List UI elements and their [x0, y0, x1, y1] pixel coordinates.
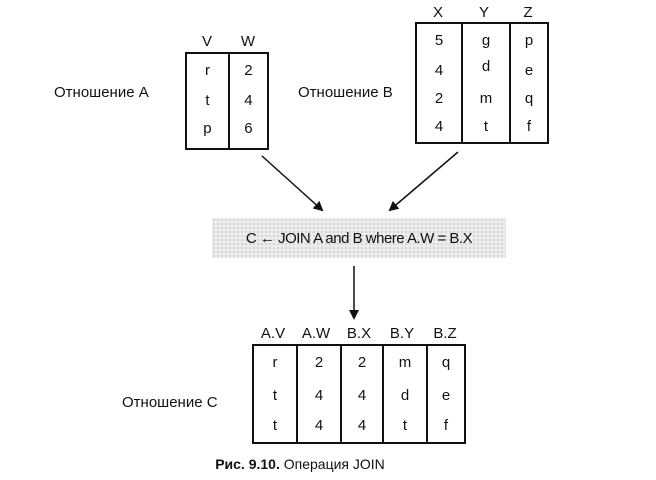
relation-c-cell: d	[400, 387, 410, 404]
relation-b-column-x: 5 4 2 4	[417, 24, 461, 142]
join-operation-box: C ← JOIN A and B where A.W = B.X	[212, 218, 506, 258]
relation-c-cell: 2	[357, 354, 367, 371]
relation-b-header-x: X	[432, 4, 443, 21]
relation-c-cell: e	[441, 387, 451, 404]
relation-a-cell: 6	[244, 120, 253, 137]
relation-b-cell: q	[524, 90, 534, 107]
relation-c-cell: q	[441, 354, 451, 371]
relation-c-column-bz: q e f	[426, 346, 464, 442]
relation-c-column-by: m d t	[382, 346, 426, 442]
relation-c-cell: t	[272, 417, 278, 434]
relation-c-column-av: r t t	[254, 346, 296, 442]
relation-b-cell: 2	[434, 90, 444, 107]
relation-c-cell: m	[398, 354, 412, 371]
relation-a-cell: t	[205, 92, 210, 109]
figure-caption: Рис. 9.10. Операция JOIN	[0, 456, 600, 472]
relation-b-cell: m	[479, 90, 493, 107]
relation-a-label: Отношение А	[54, 84, 149, 101]
relation-c-table: r t t 2 4 4 2 4 4 m d t q e f	[252, 344, 466, 444]
figure-title: Операция JOIN	[279, 456, 385, 472]
relation-c-cell: 4	[314, 387, 324, 404]
relation-c-cell: t	[272, 387, 278, 404]
relation-c-header: A.W	[301, 325, 331, 342]
relation-a-header-v: V	[201, 33, 212, 50]
relation-a-cell: r	[204, 62, 210, 79]
relation-c-header: B.X	[346, 325, 372, 342]
relation-c-cell: t	[402, 417, 408, 434]
relation-c-header: A.V	[260, 325, 286, 342]
relation-b-cell: d	[481, 58, 491, 75]
relation-b-cell: f	[526, 118, 532, 135]
figure-number: Рис. 9.10.	[215, 456, 280, 472]
relation-a-column-w: 2 4 6	[227, 54, 267, 148]
relation-b-table: 5 4 2 4 g d m t p e q f	[415, 22, 549, 144]
relation-c-cell: 4	[314, 417, 324, 434]
relation-a-table: r t p 2 4 6	[185, 52, 269, 150]
relation-c-header: B.Z	[433, 325, 457, 342]
relation-c-cell: f	[443, 417, 449, 434]
relation-c-cell: 4	[357, 387, 367, 404]
relation-a-cell: 4	[244, 92, 253, 109]
relation-b-cell: e	[524, 62, 534, 79]
relation-b-cell: 4	[434, 118, 444, 135]
arrow-from-b	[388, 151, 459, 212]
relation-a-cell: 2	[244, 62, 253, 79]
relation-c-label: Отношение С	[122, 394, 218, 411]
arrow-from-a	[261, 155, 324, 212]
relation-c-column-aw: 2 4 4	[296, 346, 340, 442]
relation-b-label: Отношение В	[298, 84, 393, 101]
relation-c-header: B.Y	[389, 325, 415, 342]
relation-c-cell: 4	[357, 417, 367, 434]
relation-b-header-z: Z	[523, 4, 533, 21]
relation-b-cell: p	[524, 32, 534, 49]
relation-b-header-y: Y	[478, 4, 489, 21]
relation-b-column-y: g d m t	[461, 24, 509, 142]
relation-b-cell: 4	[434, 62, 444, 79]
relation-b-cell: t	[483, 118, 489, 135]
relation-b-column-z: p e q f	[509, 24, 547, 142]
relation-c-cell: 2	[314, 354, 324, 371]
relation-a-cell: p	[203, 120, 212, 137]
join-operation-text: C ← JOIN A and B where A.W = B.X	[245, 229, 473, 247]
relation-c-column-bx: 2 4 4	[340, 346, 382, 442]
relation-c-cell: r	[272, 354, 278, 371]
relation-b-cell: 5	[434, 32, 444, 49]
relation-a-column-v: r t p	[187, 54, 228, 148]
relation-a-header-w: W	[240, 33, 256, 50]
relation-b-cell: g	[481, 32, 491, 49]
